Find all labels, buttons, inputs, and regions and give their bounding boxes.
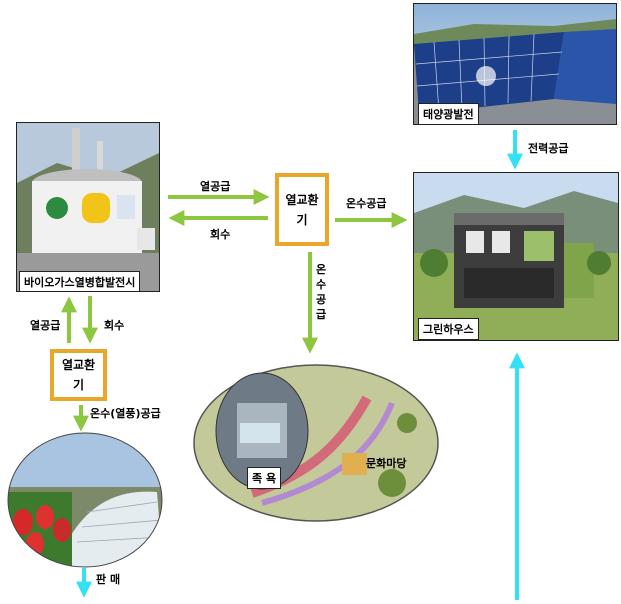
solar-photo: 태양광발전: [413, 3, 617, 125]
heat-supply-top-label: 열공급: [200, 180, 231, 193]
solar-label: 태양광발전: [418, 103, 479, 124]
sale-label: 판 매: [96, 573, 121, 586]
heat-exchanger-top: 열교환기: [275, 173, 329, 246]
culture-yard-label: 문화마당: [366, 457, 407, 470]
hot-water-supply-label: 온수공급: [346, 197, 387, 210]
footbath-label: 족 욕: [247, 467, 282, 489]
return-left-label: 회수: [104, 319, 125, 332]
heat-supply-left-label: 열공급: [30, 319, 61, 332]
greenhouse-photo: 그린하우스: [413, 172, 619, 341]
biogas-label: 바이오가스열병합발전시: [19, 271, 141, 291]
power-supply-label: 전력공급: [528, 142, 569, 155]
heat-exchanger-left-label: 열교환기: [61, 358, 96, 392]
culture-yard: 족 욕 문화마당: [192, 363, 440, 523]
heat-exchanger-top-label: 열교환기: [285, 192, 319, 227]
strawberry-farm: [7, 432, 163, 568]
strawberry-farm-image: [7, 432, 163, 568]
greenhouse-label: 그린하우스: [418, 318, 479, 340]
hot-water-supply-down-label: 온수공급: [315, 263, 327, 321]
heat-exchanger-left: 열교환기: [50, 349, 107, 401]
return-top-label: 회수: [210, 228, 231, 241]
biogas-photo: 바이오가스열병합발전시: [16, 122, 160, 292]
greenhouse-building-image: [414, 173, 618, 340]
hot-water-cold-supply-label: 온수(열풍)공급: [90, 407, 161, 420]
